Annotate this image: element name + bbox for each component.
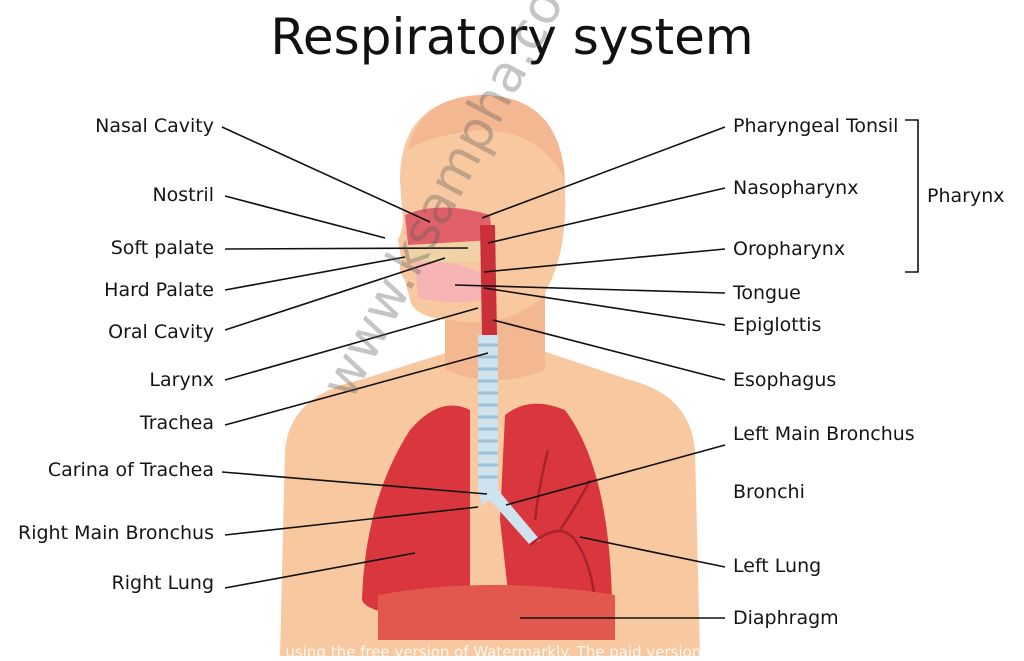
leader-lines <box>221 126 726 619</box>
diagram-title: Respiratory system <box>270 8 754 66</box>
oral-cavity <box>415 261 484 303</box>
label-carina: Carina of Trachea <box>47 459 214 481</box>
bronchial-tree <box>529 449 597 601</box>
label-trachea: Trachea <box>139 412 214 434</box>
trachea-rings <box>478 343 498 479</box>
left-lung <box>500 403 612 617</box>
label-pharyngeal-tonsil: Pharyngeal Tonsil <box>733 115 899 137</box>
pharynx-bracket <box>905 119 919 273</box>
label-left-lung: Left Lung <box>733 555 822 577</box>
bronchi <box>478 490 540 545</box>
label-tongue: Tongue <box>733 282 801 304</box>
footer-watermark: Processed using the free version of Wate… <box>205 643 885 661</box>
label-pharynx: Pharynx <box>927 185 1005 207</box>
label-nostril: Nostril <box>152 184 214 206</box>
label-right-main-bronchus: Right Main Bronchus <box>18 522 214 544</box>
label-nasal-cavity: Nasal Cavity <box>95 115 214 137</box>
label-right-lung: Right Lung <box>111 572 214 594</box>
label-diaphragm: Diaphragm <box>733 607 839 629</box>
label-nasopharynx: Nasopharynx <box>733 177 859 199</box>
label-hard-palate: Hard Palate <box>104 279 214 301</box>
label-bronchi: Bronchi <box>733 481 805 503</box>
right-lung <box>362 405 470 616</box>
label-soft-palate: Soft palate <box>110 237 214 259</box>
label-oral-cavity: Oral Cavity <box>108 321 214 343</box>
diaphragm <box>378 585 615 640</box>
label-esophagus: Esophagus <box>733 369 837 391</box>
trachea <box>478 335 498 490</box>
palate <box>408 242 485 262</box>
label-left-main-bronchus: Left Main Bronchus <box>733 423 915 445</box>
hair <box>408 95 565 180</box>
pharynx <box>480 225 497 335</box>
label-epiglottis: Epiglottis <box>733 314 822 336</box>
label-oropharynx: Oropharynx <box>733 238 846 260</box>
label-larynx: Larynx <box>149 369 214 391</box>
nasal-cavity <box>405 207 492 245</box>
